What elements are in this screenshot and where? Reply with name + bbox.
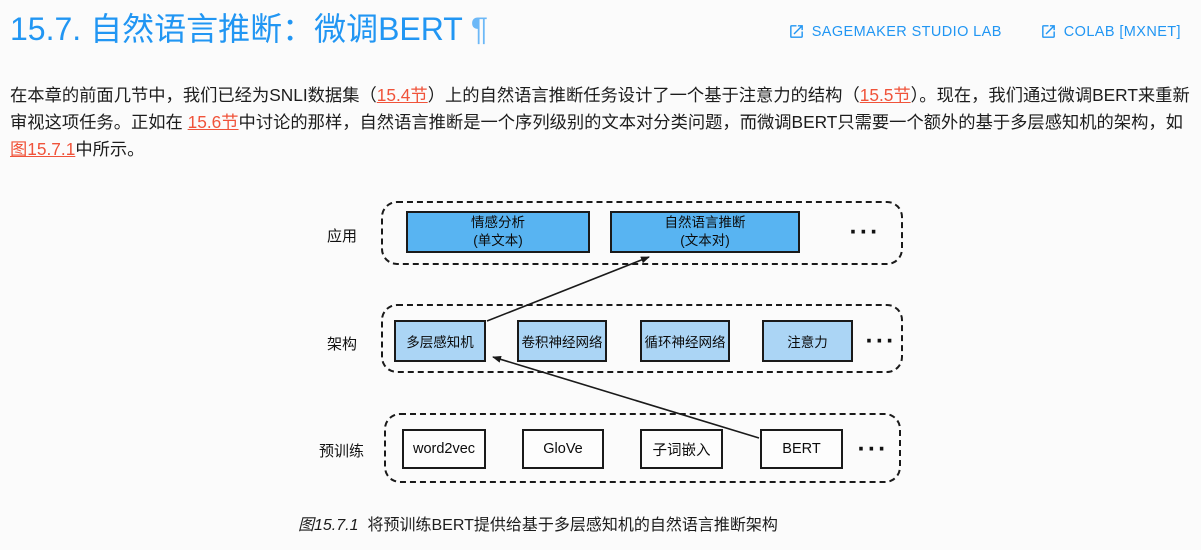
- figure-caption-text: 将预训练BERT提供给基于多层感知机的自然语言推断架构: [367, 517, 778, 534]
- box-bert: BERT: [760, 429, 843, 469]
- link-label: COLAB [MXNET]: [1063, 23, 1181, 40]
- section-link[interactable]: 15.6节: [187, 112, 239, 132]
- link-label: SAGEMAKER STUDIO LAB: [811, 23, 1002, 40]
- sagemaker-studio-lab-link[interactable]: SAGEMAKER STUDIO LAB: [788, 23, 1002, 40]
- box-sentiment-analysis: 情感分析 (单文本): [406, 211, 590, 253]
- intro-paragraph: 在本章的前面几节中，我们已经为SNLI数据集（15.4节）上的自然语言推断任务设…: [10, 82, 1193, 163]
- box-subword-embedding: 子词嵌入: [640, 429, 723, 469]
- box-label: 情感分析 (单文本): [471, 214, 525, 250]
- colab-mxnet-link[interactable]: COLAB [MXNET]: [1040, 23, 1181, 40]
- box-attention: 注意力: [762, 320, 853, 362]
- paragraph-text: ）。现在，我们通过微调BERT来重新审视这项任务。正如在: [10, 85, 1190, 132]
- section-link[interactable]: 图15.7.1: [10, 139, 76, 159]
- box-glove: GloVe: [522, 429, 604, 469]
- paragraph-text: 中讨论的那样，自然语言推断是一个序列级别的文本对分类问题，而微调BERT只需要一…: [238, 112, 1183, 132]
- box-word2vec: word2vec: [402, 429, 486, 469]
- box-label-line2: (单文本): [473, 233, 523, 248]
- architecture-row-container: [381, 304, 903, 373]
- box-label-line2: (文本对): [680, 233, 730, 248]
- box-label-line1: 自然语言推断: [664, 215, 746, 230]
- box-cnn: 卷积神经网络: [517, 320, 607, 362]
- ellipsis-pretraining: ···: [857, 434, 889, 463]
- paragraph-text: 中所示。: [75, 139, 145, 159]
- box-mlp: 多层感知机: [394, 320, 486, 362]
- external-link-icon: [789, 25, 803, 38]
- box-label-line1: 情感分析: [471, 215, 525, 230]
- box-label: 自然语言推断 (文本对): [665, 214, 746, 250]
- row-label-architecture: 架构: [327, 336, 358, 353]
- figure-caption: 图15.7.1 将预训练BERT提供给基于多层感知机的自然语言推断架构: [298, 511, 778, 535]
- ellipsis-architecture: ···: [865, 326, 897, 355]
- figure-caption-number: 图15.7.1: [298, 517, 359, 534]
- page-title: 15.7. 自然语言推断：微调BERT¶: [10, 4, 488, 50]
- headerlink-pilcrow[interactable]: ¶: [470, 11, 489, 47]
- page-title-text: 15.7. 自然语言推断：微调BERT: [10, 11, 463, 47]
- paragraph-text: ）上的自然语言推断任务设计了一个基于注意力的结构（: [427, 85, 860, 105]
- application-row-container: [381, 201, 903, 265]
- row-label-application: 应用: [327, 228, 358, 245]
- box-rnn: 循环神经网络: [640, 320, 730, 362]
- box-natural-language-inference: 自然语言推断 (文本对): [610, 211, 800, 253]
- pretraining-row-container: [384, 413, 901, 483]
- ellipsis-application: ···: [849, 217, 881, 246]
- notebook-links: SAGEMAKER STUDIO LAB COLAB [MXNET]: [788, 23, 1181, 40]
- paragraph-text: 在本章的前面几节中，我们已经为SNLI数据集（: [10, 85, 377, 105]
- external-link-icon: [1041, 25, 1055, 38]
- section-link[interactable]: 15.5节: [859, 85, 911, 105]
- section-link[interactable]: 15.4节: [376, 85, 428, 105]
- row-label-pretraining: 预训练: [319, 443, 365, 460]
